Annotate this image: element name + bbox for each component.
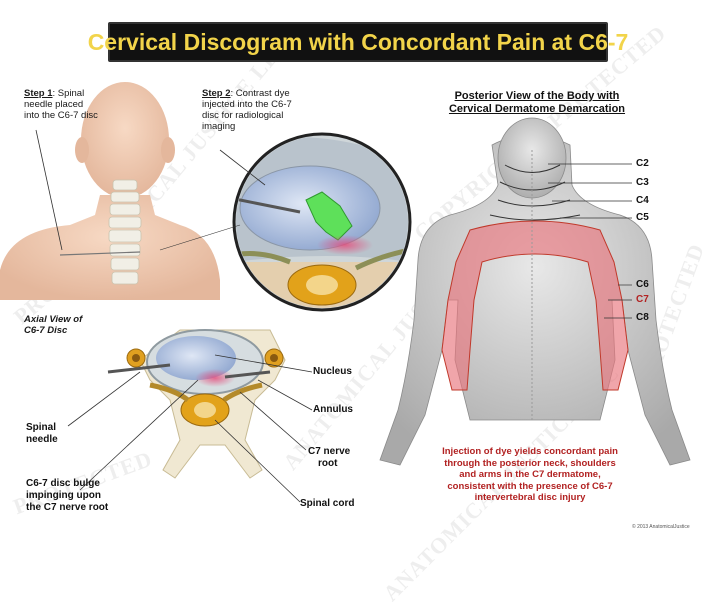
dermatome-label-c5: C5 [636,212,649,223]
step1-text: Step 1: Spinal needle placed into the C6… [24,88,98,121]
label-disc-bulge: C6-7 disc bulge impinging upon the C7 ne… [26,478,108,514]
label-spinal-cord: Spinal cord [300,498,354,509]
step2-label: Step 2 [202,88,231,99]
label-annulus: Annulus [313,404,353,415]
axial-view-title: Axial View of C6-7 Disc [24,314,82,336]
dermatome-label-c3: C3 [636,177,649,188]
axial-disc-illustration [108,330,285,478]
posterior-caption: Injection of dye yields concordant pain … [440,446,620,504]
label-c7-nerve-root: C7 nerve root [308,446,350,470]
title-bar: Cervical Discogram with Concordant Pain … [108,22,608,62]
page-title: Cervical Discogram with Concordant Pain … [88,29,629,56]
dermatome-label-c7: C7 [636,294,649,305]
dermatome-label-c6: C6 [636,279,649,290]
dermatome-label-c4: C4 [636,195,649,206]
label-nucleus: Nucleus [313,366,352,377]
step1-label: Step 1 [24,88,53,99]
dermatome-label-c2: C2 [636,158,649,169]
posterior-body-illustration [380,118,690,465]
magnified-disc-view [220,134,410,320]
dermatome-label-c8: C8 [636,312,649,323]
copyright-text: © 2013 AnatomicalJustice [632,524,690,530]
posterior-view-title: Posterior View of the Body with Cervical… [432,90,642,116]
step2-text: Step 2: Contrast dye injected into the C… [202,88,294,132]
label-spinal-needle: Spinal needle [26,422,58,446]
